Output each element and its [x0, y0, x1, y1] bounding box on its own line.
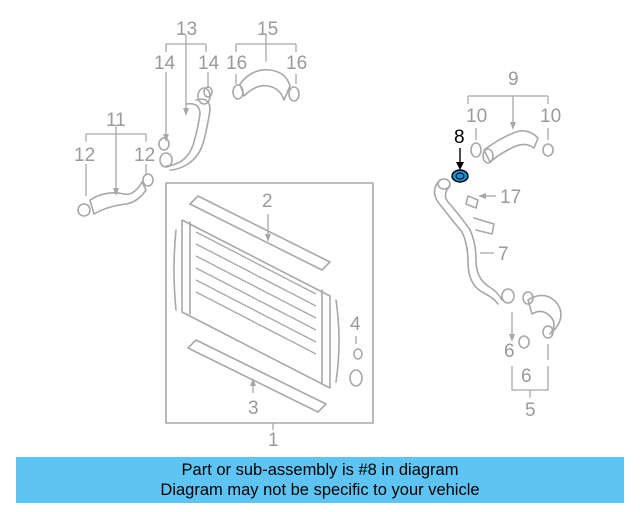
hose-13-drawing: 13 14 14 [154, 19, 220, 171]
part-8-drawing: 8 [451, 127, 469, 183]
hose-9-drawing: 9 10 10 [466, 69, 561, 164]
callout-12-left[interactable]: 12 [74, 145, 95, 166]
callout-8[interactable]: 8 [454, 127, 465, 148]
callout-12-right[interactable]: 12 [134, 145, 155, 166]
hose-5-drawing: 6 6 5 [504, 291, 562, 421]
hose-15-drawing: 15 16 16 [226, 19, 307, 102]
banner-line-2: Diagram may not be specific to your vehi… [160, 481, 480, 499]
part-8-clamp[interactable] [451, 169, 469, 183]
callout-4[interactable]: 4 [350, 314, 361, 335]
callout-10-left[interactable]: 10 [466, 106, 487, 127]
hose-7-drawing: 17 7 [433, 178, 521, 305]
callout-15[interactable]: 15 [257, 19, 278, 40]
callout-9[interactable]: 9 [508, 69, 519, 90]
callout-14-left[interactable]: 14 [154, 53, 176, 74]
callout-13[interactable]: 13 [176, 19, 197, 40]
callout-14-right[interactable]: 14 [198, 53, 220, 74]
callout-2[interactable]: 2 [262, 191, 273, 212]
callout-5[interactable]: 5 [525, 400, 536, 421]
callout-1[interactable]: 1 [268, 430, 279, 451]
callout-11[interactable]: 11 [106, 110, 126, 131]
callout-10-right[interactable]: 10 [540, 106, 561, 127]
callout-6-left[interactable]: 6 [504, 341, 515, 362]
callout-7[interactable]: 7 [498, 244, 509, 265]
callout-16-left[interactable]: 16 [226, 53, 247, 74]
info-banner: Part or sub-assembly is #8 in diagram Di… [16, 457, 624, 503]
radiator-assembly-drawing: 1 2 3 4 [165, 182, 374, 451]
hose-11-drawing: 11 12 12 [74, 110, 155, 217]
callout-6-right[interactable]: 6 [521, 366, 532, 387]
callout-17[interactable]: 17 [500, 187, 521, 208]
parts-diagram: 13 14 14 15 16 16 11 12 12 [74, 19, 562, 451]
callout-16-right[interactable]: 16 [286, 53, 307, 74]
banner-line-1: Part or sub-assembly is #8 in diagram [181, 461, 459, 479]
callout-3[interactable]: 3 [248, 398, 259, 419]
